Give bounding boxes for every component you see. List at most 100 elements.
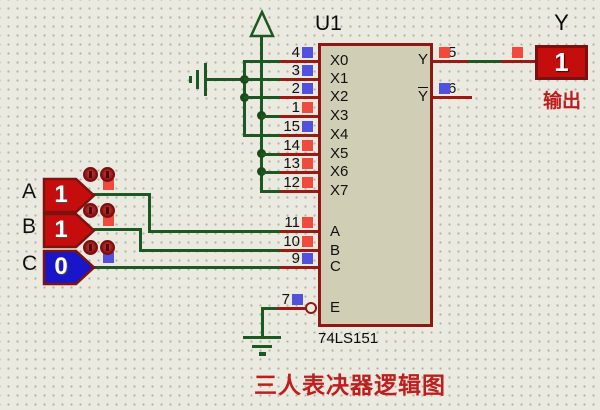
chip-pin-label: X1 <box>330 70 349 87</box>
pin-stub <box>277 307 308 310</box>
pin-stub <box>280 96 318 99</box>
wire <box>93 266 280 269</box>
wire <box>261 307 278 310</box>
wire <box>93 228 141 231</box>
ground-icon <box>252 345 272 348</box>
pin-number: 6 <box>448 80 457 97</box>
logic-probe: 1 <box>535 45 588 80</box>
pin-stub <box>280 190 318 193</box>
input-label-b: B <box>22 215 37 238</box>
input-label-c: C <box>22 252 38 275</box>
chip-pin-label: E <box>330 299 341 316</box>
chip-pin-label: X5 <box>330 145 349 162</box>
logic-state-c-value: 0 <box>54 253 68 280</box>
chip-pin-label: Y <box>417 51 428 68</box>
pin-number: 15 <box>283 118 300 135</box>
wire <box>148 230 280 233</box>
pin-state-square <box>302 236 313 247</box>
chip-ref: U1 <box>315 12 342 35</box>
wire <box>261 171 280 174</box>
pin-state-square <box>302 158 313 169</box>
logic-state-c[interactable] <box>42 249 96 286</box>
pin-stub <box>433 60 468 63</box>
wire <box>139 249 280 252</box>
pin-number: 7 <box>281 291 290 308</box>
chip-part: 74LS151 <box>318 330 379 347</box>
ground-icon <box>204 63 207 96</box>
pin-stub <box>280 78 318 81</box>
wire <box>261 115 280 118</box>
toggle-button-icon[interactable] <box>83 167 98 182</box>
wire <box>261 190 280 193</box>
wire <box>261 153 280 156</box>
pin-stub <box>280 134 318 137</box>
chip-pin-label-ybar: Y <box>417 88 428 105</box>
toggle-button-icon[interactable] <box>100 240 115 255</box>
pin-state-square <box>302 253 313 264</box>
power-arrow-icon <box>249 8 275 38</box>
pin-number: 14 <box>283 137 300 154</box>
ground-icon <box>189 76 192 83</box>
ground-icon <box>259 352 266 356</box>
chip-pin-label: B <box>330 242 341 259</box>
pin-number: 2 <box>291 80 300 97</box>
wire <box>93 193 150 196</box>
wire <box>244 96 280 99</box>
chip-pin-label: X4 <box>330 126 349 143</box>
chip-pin-label: X7 <box>330 182 349 199</box>
toggle-button-icon[interactable] <box>83 203 98 218</box>
pin-stub <box>280 230 318 233</box>
output-caption: 输出 <box>542 91 581 112</box>
wire <box>139 228 142 252</box>
pin-state-square <box>302 140 313 151</box>
pin-stub <box>280 171 318 174</box>
pin-number: 10 <box>283 233 300 250</box>
ground-wire <box>207 78 245 81</box>
pin-stub <box>433 96 472 99</box>
wire <box>244 60 280 63</box>
pin-number: 5 <box>448 44 457 61</box>
pin-state-square <box>302 217 313 228</box>
chip-pin-label: X3 <box>330 107 349 124</box>
logic-state-a-value: 1 <box>54 181 68 208</box>
wire <box>261 308 264 338</box>
toggle-button-icon[interactable] <box>100 167 115 182</box>
pin-stub <box>280 153 318 156</box>
toggle-button-icon[interactable] <box>83 240 98 255</box>
wire <box>244 78 280 81</box>
not-bubble-icon <box>305 302 317 314</box>
pin-number: 13 <box>283 155 300 172</box>
pin-state-square <box>302 177 313 188</box>
logic-state-b-value: 1 <box>54 216 68 243</box>
pin-state-square <box>302 65 313 76</box>
pin-stub <box>280 249 318 252</box>
pin-state-square <box>103 215 114 226</box>
pin-state-square <box>302 47 313 58</box>
pin-stub <box>501 60 535 63</box>
pin-state-square <box>103 252 114 263</box>
wire <box>148 193 151 233</box>
pin-state-square <box>302 121 313 132</box>
chip-pin-label: X0 <box>330 52 349 69</box>
ground-icon <box>196 70 199 89</box>
pin-state-square <box>302 83 313 94</box>
pin-number: 9 <box>291 250 300 267</box>
pin-number: 4 <box>291 44 300 61</box>
pin-state-square <box>302 102 313 113</box>
pin-stub <box>280 60 318 63</box>
chip-pin-label: X2 <box>330 88 349 105</box>
chip-pin-label: C <box>330 258 341 275</box>
logic-state-b[interactable] <box>42 212 96 249</box>
pin-number: 1 <box>291 99 300 116</box>
input-label-a: A <box>22 180 37 203</box>
pin-state-square <box>103 179 114 190</box>
pin-stub <box>280 266 318 269</box>
wire <box>468 60 501 63</box>
pin-number: 11 <box>284 214 300 231</box>
schematic-title: 三人表决器逻辑图 <box>254 372 446 398</box>
toggle-button-icon[interactable] <box>100 203 115 218</box>
chip-pin-label: X6 <box>330 163 349 180</box>
pin-state-square <box>439 47 450 58</box>
ground-icon <box>243 336 281 339</box>
